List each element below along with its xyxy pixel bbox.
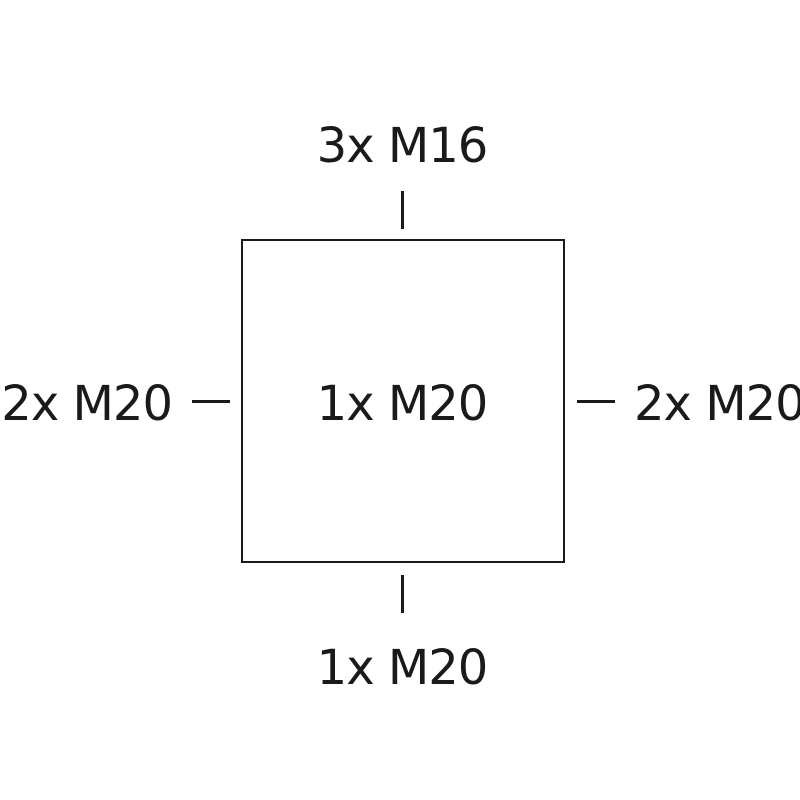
center-entry-label: 1x M20	[316, 376, 489, 432]
bottom-entry-marker	[401, 575, 404, 613]
top-entry-label: 3x M16	[316, 118, 489, 174]
left-entry-label: 2x M20	[1, 376, 173, 432]
right-entry-label: 2x M20	[634, 376, 800, 432]
top-entry-marker	[401, 191, 404, 229]
right-entry-marker	[577, 400, 615, 403]
bottom-entry-label: 1x M20	[316, 640, 489, 696]
left-entry-marker	[192, 400, 230, 403]
box-outline	[241, 239, 565, 563]
